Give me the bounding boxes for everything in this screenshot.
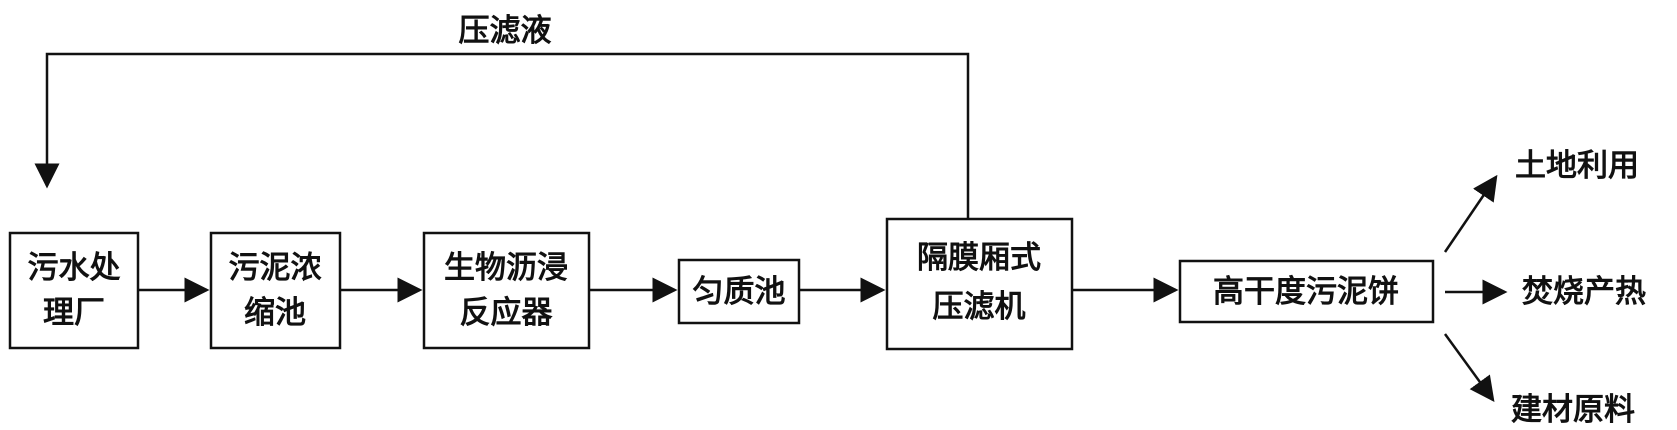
node-wastewater-plant: 污水处 理厂 bbox=[8, 231, 140, 350]
node-membrane-filter-press: 隔膜厢式 压滤机 bbox=[885, 217, 1074, 351]
node-high-dryness-sludge-cake-line-1: 高干度污泥饼 bbox=[1213, 274, 1399, 310]
node-sludge-thickener-line-1: 污泥浓 bbox=[229, 250, 323, 286]
node-homogenizing-tank-line-1: 匀质池 bbox=[693, 274, 786, 310]
node-membrane-filter-press-line-2: 压滤机 bbox=[933, 289, 1026, 325]
edge-cake-to-land-use bbox=[1443, 174, 1498, 253]
feedback-label: 压滤液 bbox=[459, 13, 552, 49]
feedback-loop: 压滤液 bbox=[34, 13, 970, 219]
node-sludge-thickener: 污泥浓 缩池 bbox=[209, 231, 342, 350]
output-building-material: 建材原料 bbox=[1511, 392, 1635, 428]
node-bioleaching-reactor: 生物沥浸 反应器 bbox=[422, 231, 591, 350]
output-incineration-heat: 焚烧产热 bbox=[1522, 274, 1646, 310]
edge-filtrate-return bbox=[34, 52, 970, 219]
node-wastewater-plant-line-2: 理厂 bbox=[43, 295, 105, 331]
node-bioleaching-reactor-line-2: 反应器 bbox=[460, 295, 554, 331]
output-land-use: 土地利用 bbox=[1515, 148, 1639, 184]
node-wastewater-plant-line-1: 污水处 bbox=[28, 250, 121, 286]
node-membrane-filter-press-line-1: 隔膜厢式 bbox=[917, 240, 1041, 276]
node-bioleaching-reactor-line-1: 生物沥浸 bbox=[444, 250, 568, 286]
output-edges bbox=[1443, 174, 1508, 403]
edge-cake-to-building-material bbox=[1443, 333, 1495, 403]
node-sludge-thickener-line-2: 缩池 bbox=[244, 295, 306, 331]
node-homogenizing-tank: 匀质池 bbox=[677, 258, 801, 325]
node-high-dryness-sludge-cake: 高干度污泥饼 bbox=[1178, 259, 1435, 324]
